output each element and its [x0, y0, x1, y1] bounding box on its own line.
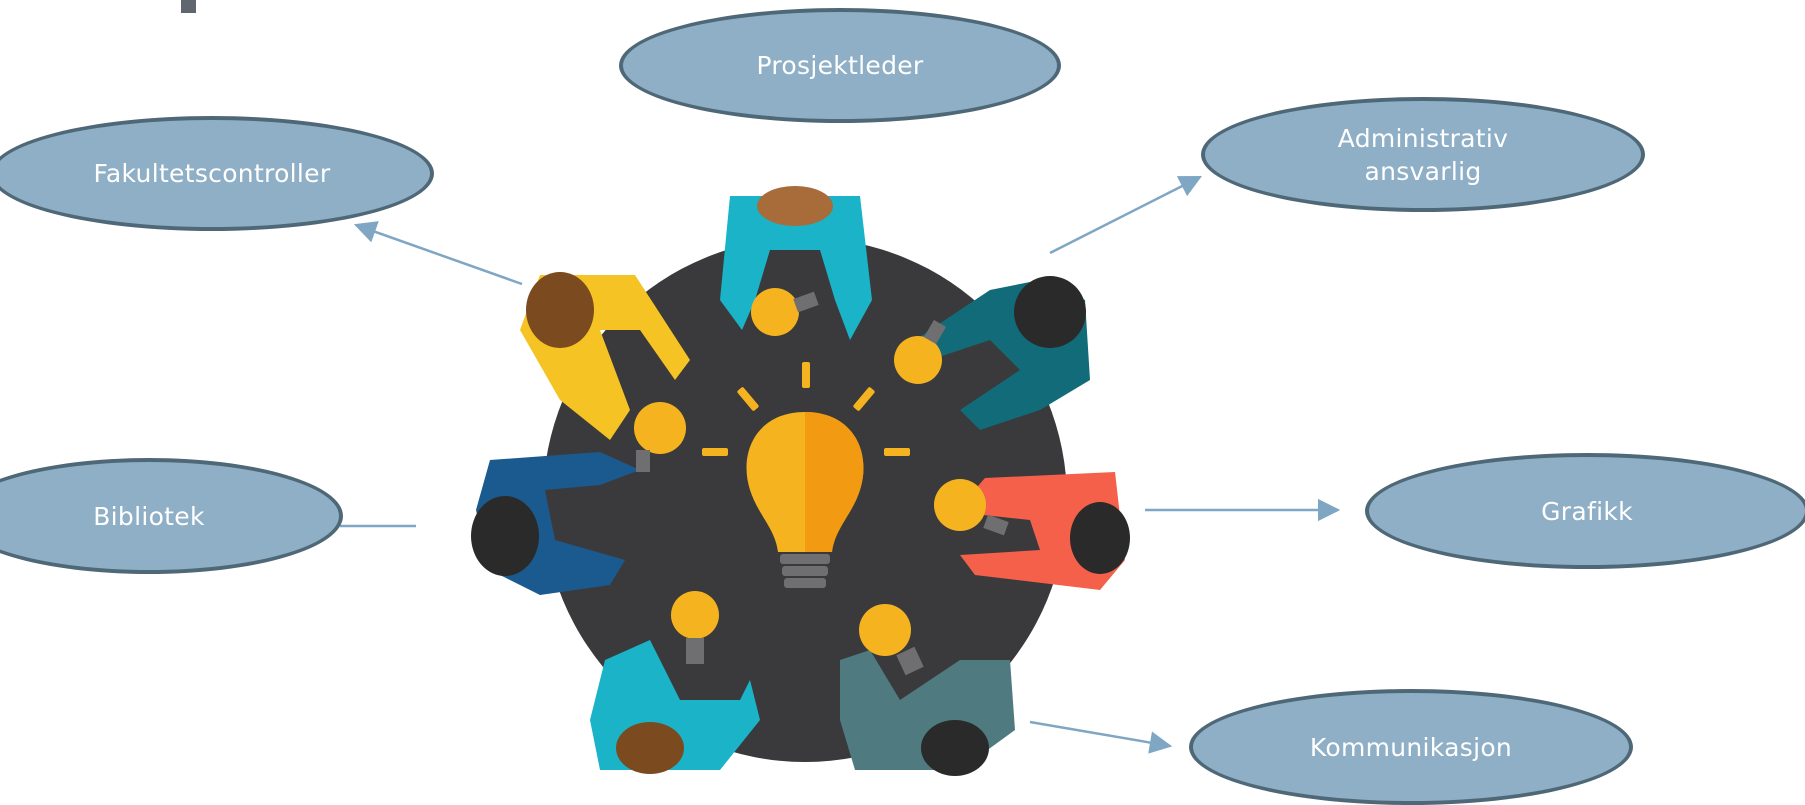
arrow-to-fakultetscontroller	[353, 221, 523, 286]
node-label: Kommunikasjon	[1309, 732, 1513, 762]
node-prosjektleder: Prosjektleder	[619, 8, 1061, 123]
small-bulb-bottom-right	[859, 604, 924, 676]
connectors	[340, 175, 1341, 754]
node-label: Bibliotek	[93, 501, 205, 531]
small-bulb-bottom-left	[671, 591, 719, 664]
person-bottom-right	[840, 650, 1015, 776]
person-top	[720, 186, 872, 340]
person-top-right	[915, 276, 1090, 430]
person-bottom-left	[590, 640, 760, 774]
node-grafikk: Grafikk	[1365, 453, 1805, 569]
node-administrativ-ansvarlig: Administrativ ansvarlig	[1201, 97, 1645, 212]
small-bulb-top	[751, 288, 819, 336]
slide-corner-mark	[181, 0, 196, 13]
small-bulbs	[634, 288, 1009, 676]
arrow-to-kommunikasjon	[1029, 720, 1173, 754]
lightbulb-icon	[746, 412, 864, 588]
node-fakultetscontroller: Fakultetscontroller	[0, 116, 434, 231]
bulb-rays	[702, 362, 910, 456]
small-bulb-right	[934, 479, 1009, 536]
node-label: Prosjektleder	[756, 51, 924, 80]
people	[471, 186, 1130, 776]
small-bulb-left	[634, 402, 686, 472]
node-label-line-2: ansvarlig	[1364, 156, 1482, 186]
node-bibliotek: Bibliotek	[0, 458, 343, 574]
node-label: Grafikk	[1541, 496, 1633, 526]
node-label-line-1: Administrativ	[1337, 123, 1509, 153]
node-label: Fakultetscontroller	[93, 159, 331, 188]
arrow-to-administrativ	[1049, 175, 1203, 255]
node-kommunikasjon: Kommunikasjon	[1189, 689, 1633, 805]
person-top-left	[520, 272, 690, 440]
person-right	[955, 472, 1130, 590]
person-left	[471, 452, 640, 595]
small-bulb-top-right	[894, 319, 947, 384]
